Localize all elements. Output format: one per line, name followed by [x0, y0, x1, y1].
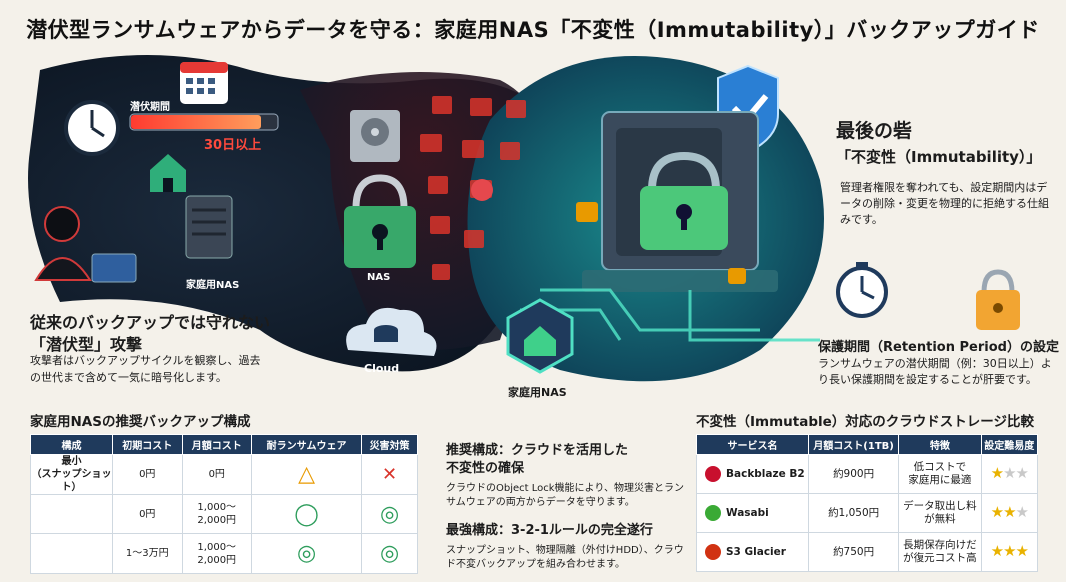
latency-value: 30日以上 [204, 138, 262, 153]
service-cost: 約900円 [807, 454, 900, 494]
left-heading: 従来のバックアップでは守れない 「潜伏型」攻撃 [30, 313, 271, 354]
service-name: S3 Glacier [696, 532, 809, 572]
ransom-rating: ◎ [250, 533, 363, 574]
laptop-icon [91, 253, 137, 283]
table-row: 最強（HDD+クラウド） 1〜3万円 1,000〜2,000円 ◎ ◎ [30, 533, 418, 574]
difficulty-star-icon: ★ [1003, 463, 1016, 482]
table1-header: 月額コスト [181, 434, 252, 455]
right-subheading: 「不変性（Immutability）」 [836, 148, 1042, 166]
hacker-icon [44, 206, 80, 242]
ransom-rating: ◯ [250, 494, 363, 534]
config-name: 推奨（クラウド同期） [30, 494, 113, 534]
retention-lock-icon [981, 269, 1015, 293]
nas-left-label: 家庭用NAS [186, 280, 240, 291]
retention-heading: 保護期間（Retention Period）の設定 [818, 340, 1059, 355]
nas-server-icon [185, 195, 233, 259]
difficulty-star-icon: ★ [990, 541, 1004, 560]
difficulty-star-icon: ★ [1003, 541, 1016, 560]
backup-config-table: 構成 初期コスト 月額コスト 耐ランサムウェア 災害対策 最小（スナップショット… [30, 434, 418, 574]
max-config-block: 最強構成：3-2-1ルールの完全遂行 スナップショット、物理隔離（外付けHDD）… [446, 523, 684, 570]
cloud-label: Cloud [364, 362, 400, 375]
disaster-rating: ◎ [361, 533, 418, 574]
table2-header: 特徴 [898, 434, 982, 455]
monthly-cost: 1,000〜2,000円 [181, 494, 252, 534]
init-cost: 0円 [112, 454, 183, 495]
difficulty-star-icon: ★ [1003, 502, 1016, 521]
service-difficulty: ★★★ [980, 454, 1039, 494]
config-name: 最小（スナップショット） [30, 454, 113, 495]
retention-description: ランサムウェアの潜伏期間（例：30日以上）より長い保護期間を設定することが肝要で… [818, 357, 1052, 386]
table1-header: 災害対策 [361, 434, 418, 455]
disaster-rating: ✕ [361, 454, 418, 495]
difficulty-star-icon: ★ [990, 463, 1004, 482]
page-title: 潜伏型ランサムウェアからデータを守る：家庭用NAS「不変性（Immutabili… [26, 18, 1040, 42]
service-difficulty: ★★★ [980, 493, 1039, 533]
latency-bar [131, 115, 261, 129]
table1-header: 初期コスト [112, 434, 183, 455]
init-cost: 1〜3万円 [112, 533, 183, 574]
right-heading: 最後の砦 [836, 120, 913, 142]
service-name: Backblaze B2 [696, 454, 809, 494]
service-difficulty: ★★★ [980, 532, 1039, 572]
service-logo-icon [705, 466, 721, 482]
table-row: 最小（スナップショット） 0円 0円 △ ✕ [30, 454, 418, 495]
difficulty-star-icon: ★ [1015, 463, 1029, 482]
recommended-config-block: 推奨構成：クラウドを活用した 不変性の確保 クラウドのObject Lock機能… [446, 443, 684, 508]
table1-title: 家庭用NASの推奨バックアップ構成 [30, 414, 251, 430]
latency-label: 潜伏期間 [130, 102, 170, 113]
table2-header: 月額コスト(1TB) [807, 434, 900, 455]
table-row: 推奨（クラウド同期） 0円 1,000〜2,000円 ◯ ◎ [30, 494, 418, 534]
left-description: 攻撃者はバックアップサイクルを観察し、過去の世代まで含めて一気に暗号化します。 [30, 354, 261, 384]
init-cost: 0円 [112, 494, 183, 534]
nas-bottom-label: 家庭用NAS [508, 386, 567, 399]
difficulty-star-icon: ★ [1015, 541, 1029, 560]
orange-lock-icon [576, 202, 598, 222]
table2-header: サービス名 [696, 434, 809, 455]
nas-center-label: NAS [367, 272, 391, 283]
config-name: 最強（HDD+クラウド） [30, 533, 113, 574]
disaster-rating: ◎ [361, 494, 418, 534]
difficulty-star-icon: ★ [1015, 502, 1029, 521]
hero-illustration [28, 55, 1020, 382]
service-name: Wasabi [696, 493, 809, 533]
service-feature: データ取出し料が無料 [898, 493, 982, 533]
service-logo-icon [705, 544, 721, 560]
service-logo-icon [705, 505, 721, 521]
service-feature: 低コストで家庭用に最適 [898, 454, 982, 494]
skull-icon [471, 179, 493, 201]
table1-header: 構成 [30, 434, 113, 455]
monthly-cost: 1,000〜2,000円 [181, 533, 252, 574]
broken-padlock-icon [352, 174, 408, 209]
ransom-rating: △ [250, 454, 363, 495]
table2-header: 設定難易度 [980, 434, 1039, 455]
difficulty-star-icon: ★ [990, 502, 1004, 521]
service-feature: 長期保存向けだが復元コスト高 [898, 532, 982, 572]
service-cost: 約750円 [807, 532, 900, 572]
right-description: 管理者権限を奪われても、設定期間内はデータの削除・変更を物理的に拒絶する仕組みで… [840, 181, 1049, 226]
house-icon [150, 154, 186, 192]
table2-title: 不変性（Immutable）対応のクラウドストレージ比較 [696, 414, 1035, 430]
monthly-cost: 0円 [181, 454, 252, 495]
service-cost: 約1,050円 [807, 493, 900, 533]
table1-header: 耐ランサムウェア [250, 434, 363, 455]
